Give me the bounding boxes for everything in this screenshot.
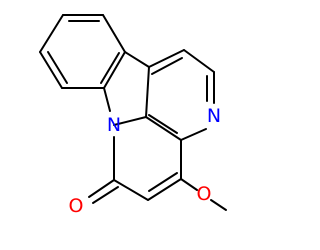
bond bbox=[180, 128, 207, 141]
bond bbox=[210, 199, 227, 211]
bond bbox=[148, 49, 185, 68]
bond-layer bbox=[39, 14, 227, 211]
bond bbox=[148, 172, 178, 192]
bond bbox=[92, 186, 119, 204]
atom-label-layer: N N O O bbox=[69, 105, 222, 217]
bond bbox=[88, 179, 115, 198]
bond bbox=[113, 116, 147, 126]
ether-oxygen-label: O bbox=[197, 183, 212, 205]
bond bbox=[39, 14, 64, 53]
carbonyl-oxygen-label: O bbox=[69, 195, 84, 217]
bond bbox=[100, 52, 120, 84]
bond bbox=[113, 179, 149, 201]
bond bbox=[180, 178, 198, 191]
bond bbox=[147, 178, 182, 201]
bond bbox=[47, 51, 68, 84]
bond bbox=[145, 66, 150, 118]
bond bbox=[39, 51, 63, 89]
bond bbox=[103, 87, 111, 112]
amide-nitrogen-label: N bbox=[107, 114, 121, 136]
molecule-structure: N N O O bbox=[39, 14, 227, 217]
bond bbox=[124, 51, 150, 68]
bond bbox=[148, 114, 178, 134]
bond bbox=[151, 57, 183, 75]
ring-nitrogen-label: N bbox=[207, 105, 221, 127]
bond bbox=[183, 49, 215, 73]
bond bbox=[145, 116, 182, 141]
bond bbox=[103, 51, 126, 89]
bond bbox=[102, 14, 126, 53]
